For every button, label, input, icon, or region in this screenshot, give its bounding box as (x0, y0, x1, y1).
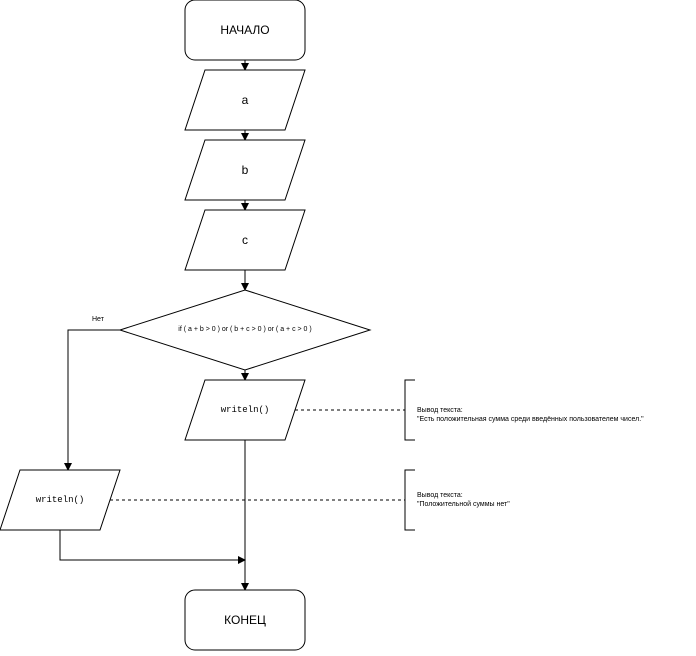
input-b-shape (184, 139, 306, 201)
end-terminator (184, 589, 306, 651)
output-no-shape (0, 469, 121, 531)
comment-bracket-no (404, 469, 415, 531)
comment-no-text: "Положительной суммы нет" (417, 501, 510, 508)
condition-label: if ( a + b > 0 ) or ( b + c > 0 ) or ( a… (178, 326, 312, 333)
input-a-label: a (241, 93, 249, 107)
start-terminator (184, 0, 306, 61)
input-a-shape (184, 69, 306, 131)
output-yes-shape (184, 379, 306, 441)
connector-no-output-to-merge (59, 530, 246, 564)
no-branch-label: Нет (92, 316, 104, 323)
input-c-label: c (242, 233, 248, 247)
output-no-label: writeln() (35, 495, 85, 505)
connector-no-branch (64, 329, 120, 471)
comment-yes-text: "Есть положительная сумма среди введённы… (417, 416, 644, 423)
end-label: КОНЕЦ (224, 613, 266, 627)
comment-no-title: Вывод текста: (417, 492, 463, 499)
comment-bracket-yes (404, 379, 415, 441)
comment-yes-title: Вывод текста: (417, 407, 463, 414)
condition-diamond (118, 289, 372, 371)
output-yes-label: writeln() (220, 405, 270, 415)
input-c-shape (184, 209, 306, 271)
input-b-label: b (241, 163, 249, 177)
start-label: НАЧАЛО (220, 23, 270, 37)
